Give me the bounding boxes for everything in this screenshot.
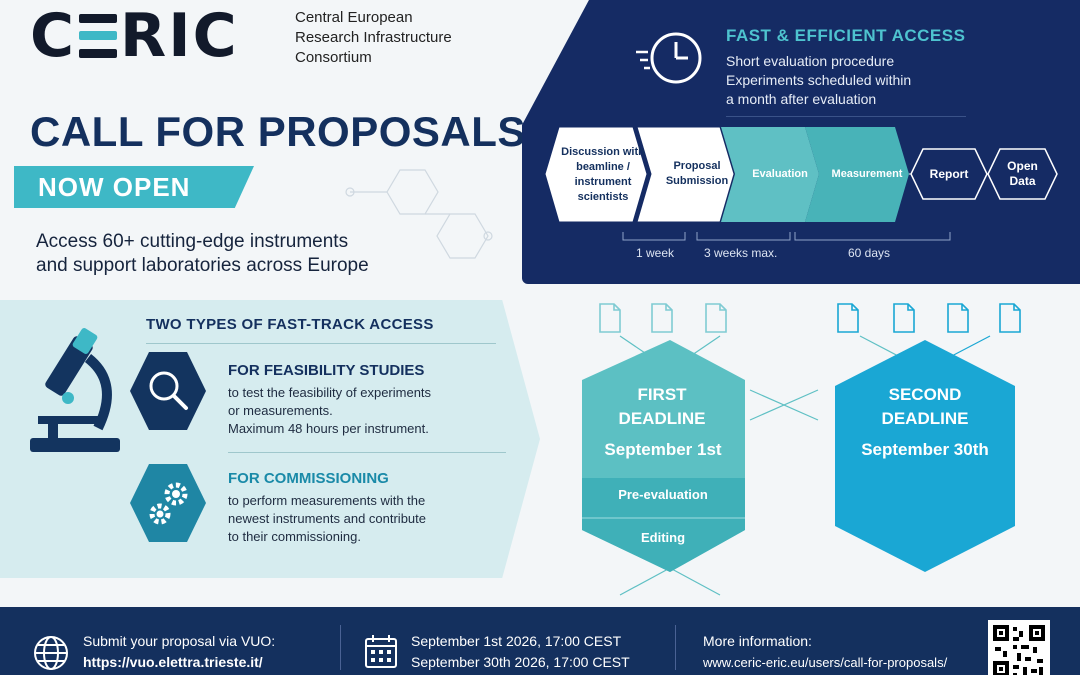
step-evaluation-shape [721, 127, 819, 222]
commissioning-line: to their commissioning. [228, 529, 361, 544]
org-line: Consortium [295, 49, 372, 66]
deadline-date-2: September 30th 2026, 17:00 CEST [411, 654, 630, 670]
second-deadline-title-line: DEADLINE [881, 409, 969, 428]
step-open-data-shape [987, 148, 1058, 200]
step-measurement-shape [805, 127, 909, 222]
divider [675, 625, 676, 670]
fast-track-title: TWO TYPES OF FAST-TRACK ACCESS [146, 316, 434, 333]
first-deadline-title-line: DEADLINE [618, 409, 706, 428]
pre-evaluation-stage: Pre-evaluation [618, 487, 708, 502]
commissioning-line: to perform measurements with the [228, 493, 426, 508]
subtitle: Access 60+ cutting-edge instruments and … [36, 230, 369, 278]
duration-3-weeks: 3 weeks max. [704, 246, 778, 260]
step-evaluation: Evaluation [752, 167, 808, 180]
duration-1-week: 1 week [636, 246, 675, 260]
more-info-link[interactable]: www.ceric-eric.eu/users/call-for-proposa… [703, 655, 948, 670]
step-submission: Proposal Submission [665, 160, 729, 187]
clock-icon [636, 32, 702, 84]
organization-name: Central European Research Infrastructure… [295, 8, 452, 68]
logo-letter-c: C [30, 1, 77, 71]
qr-code [988, 620, 1050, 675]
magnifier-icon [149, 371, 188, 410]
logo-letters-ric: RIC [120, 1, 239, 71]
logo-e-mark [79, 14, 118, 58]
gears-icon [149, 482, 188, 525]
editing-stage: Editing [640, 530, 686, 545]
step-report: Report [929, 166, 969, 181]
divider [726, 116, 966, 117]
timeline-brackets [622, 232, 951, 241]
document-icons [599, 303, 1021, 333]
fast-access-line: Short evaluation procedure [726, 53, 895, 69]
commissioning-line: newest instruments and contribute [228, 511, 426, 526]
submit-label: Submit your proposal via VUO: [83, 633, 276, 649]
ceric-logo: C RIC [30, 4, 239, 68]
commissioning-title: FOR COMMISSIONING [228, 470, 389, 487]
fast-access-line: a month after evaluation [726, 91, 877, 107]
commissioning-description: to perform measurements with the newest … [228, 492, 488, 546]
feasibility-line: to test the feasibility of experiments [228, 385, 432, 400]
fast-access-line: Experiments scheduled within [726, 72, 912, 88]
microscope-icon [30, 328, 120, 452]
first-deadline-date: September 1st [604, 440, 722, 459]
now-open-badge: NOW OPEN [14, 166, 254, 208]
process-steps [545, 127, 1058, 222]
feasibility-line: Maximum 48 hours per instrument. [228, 421, 429, 436]
feasibility-title: FOR FEASIBILITY STUDIES [228, 362, 425, 379]
fast-access-title: FAST & EFFICIENT ACCESS [726, 26, 966, 45]
first-deadline-title-line: FIRST [637, 385, 687, 404]
second-deadline-date: September 30th [861, 440, 989, 459]
org-line: Central European [295, 9, 413, 26]
deadline-date-1: September 1st 2026, 17:00 CEST [411, 633, 622, 649]
second-deadline-title-line: SECOND [888, 385, 962, 404]
step-discussion-shape [545, 127, 648, 222]
divider [340, 625, 341, 670]
globe-icon [34, 636, 68, 670]
molecule-decoration [345, 169, 493, 259]
divider [228, 452, 506, 453]
subtitle-line: and support laboratories across Europe [36, 255, 369, 276]
second-deadline-hexagon [835, 340, 1015, 572]
vuo-link[interactable]: https://vuo.elettra.trieste.it/ [83, 654, 263, 670]
page-title: CALL FOR PROPOSALS [30, 108, 526, 155]
first-deadline-title: FIRST DEADLINE [600, 383, 724, 431]
step-open-data: Open Data [1007, 159, 1038, 188]
step-submission-shape [636, 127, 735, 222]
calendar-icon [365, 635, 397, 668]
footer [0, 607, 1080, 675]
step-measurement: Measurement [831, 167, 903, 180]
deadlines-graphic [582, 303, 1021, 596]
feasibility-hexagon [130, 352, 206, 430]
commissioning-hexagon [130, 464, 206, 542]
feasibility-description: to test the feasibility of experiments o… [228, 384, 498, 438]
more-info-label: More information: [703, 633, 812, 649]
divider [146, 343, 496, 344]
second-deadline-title: SECOND DEADLINE [860, 383, 990, 431]
duration-60-days: 60 days [848, 246, 891, 260]
fast-access-description: Short evaluation procedure Experiments s… [726, 52, 956, 109]
org-line: Research Infrastructure [295, 29, 452, 46]
step-discussion: Discussion with beamline / instrument sc… [561, 146, 645, 203]
feasibility-line: or measurements. [228, 403, 333, 418]
subtitle-line: Access 60+ cutting-edge instruments [36, 231, 349, 252]
